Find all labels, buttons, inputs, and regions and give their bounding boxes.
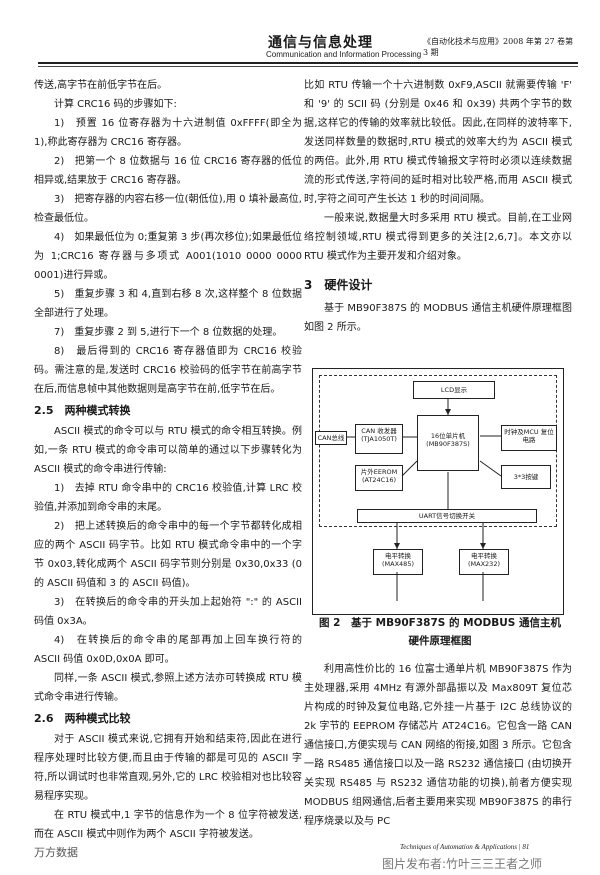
journal-info: 《自动化技术与应用》2008 年第 27 卷第 3 期 [423, 37, 574, 57]
level-shifter-485-block: 电平转换 (MAX485) [373, 549, 423, 575]
footer-source: 万方数据 [34, 846, 78, 859]
eeprom-block: 片外EEROM (AT24C16) [355, 465, 403, 491]
can-transceiver-block: CAN 收发器 (TJA1050T) [355, 424, 403, 454]
lcd-block: LCD显示 [413, 381, 495, 399]
paragraph: 在 RTU 模式中,1 字节的信息作为一个 8 位字符被发送,而在 ASCII … [34, 810, 302, 840]
section-subtitle: Communication and Information Processing [266, 50, 422, 59]
figure-block-diagram: LCD显示 CAN总线 CAN 收发器 (TJA1050T) 16位单片机 (M… [312, 368, 564, 615]
section-heading: 3 硬件设计 [304, 278, 373, 292]
section-heading: 2.5 两种模式转换 [34, 404, 131, 417]
right-column-bottom: 利用高性价比的 16 位富士通单片机 MB90F387S 作为主处理器,采用 4… [304, 660, 572, 831]
paragraph: 利用高性价比的 16 位富士通单片机 MB90F387S 作为主处理器,采用 4… [304, 664, 572, 827]
paragraph: 5) 重复步骤 3 和 4,直到右移 8 次,这样整个 8 位数据全部进行了处理… [34, 289, 302, 319]
paragraph: 2) 把上述转换后的命令串中的每一个字节都转化成相应的两个 ASCII 码字节。… [34, 521, 302, 589]
level-shifter-232-block: 电平转换 (MAX232) [459, 549, 509, 575]
paragraph: 基于 MB90F387S 的 MODBUS 通信主机硬件原理框图如图 2 所示。 [304, 303, 572, 333]
paragraph: 比如 RTU 传输一个十六进制数 0xF9,ASCII 就需要传输 'F' 和 … [304, 80, 572, 205]
diagram-connectors [346, 398, 502, 601]
paragraph: 3) 在转换后的命令串的开头加上起始符 ":" 的 ASCII 码值 0x3A。 [34, 597, 302, 627]
mcu-block: 16位单片机 (MB90F387S) [417, 415, 479, 471]
figure-caption: 图 2 基于 MB90F387S 的 MODBUS 通信主机硬件原理框图 [319, 617, 561, 647]
paragraph: 2) 把第一个 8 位数据与 16 位 CRC16 寄存器的低位相异或,结果放于… [34, 156, 302, 186]
footer-journal: Techniques of Automation & Applications … [400, 843, 530, 851]
paragraph: 一般来说,数据量大时多采用 RTU 模式。目前,在工业网络控制领域,RTU 模式… [304, 213, 572, 262]
paragraph: 4) 在转换后的命令串的尾部再加上回车换行符的 ASCII 码值 0x0D,0x… [34, 635, 302, 665]
paragraph: ASCII 模式的命令可以与 RTU 模式的命令相互转换。例如,一条 RTU 模… [34, 426, 302, 475]
paragraph: 1) 去掉 RTU 命令串中的 CRC16 校验值,计算 LRC 校验值,并添加… [34, 483, 302, 513]
header-rule [38, 62, 578, 64]
section-heading: 2.6 两种模式比较 [34, 712, 131, 725]
paragraph: 计算 CRC16 码的步骤如下: [54, 99, 177, 110]
paragraph: 8) 最后得到的 CRC16 寄存器值即为 CRC16 校验码。需注意的是,发送… [34, 346, 302, 395]
keypad-block: 3*3按键 [501, 465, 551, 489]
left-column: 传送,高字节在前低字节在后。计算 CRC16 码的步骤如下: 1) 预置 16 位… [34, 76, 302, 844]
section-title: 通信与信息处理 [268, 35, 373, 51]
paragraph: 传送,高字节在前低字节在后。 [34, 80, 168, 91]
board-outline [319, 375, 557, 527]
header-rule-thin [38, 66, 578, 67]
paragraph: 7) 重复步骤 2 到 5,进行下一个 8 位数据的处理。 [54, 327, 283, 338]
paragraph: 3) 把寄存器的内容右移一位(朝低位),用 0 填补最高位,检查最低位。 [34, 194, 302, 224]
page-header: 通信与信息处理 Communication and Information Pr… [38, 28, 578, 68]
paragraph: 对于 ASCII 模式来说,它拥有开始和结束符,因此在进行程序处理时比较方便,而… [34, 734, 302, 802]
uart-switch-block: UART信号切换开关 [357, 509, 537, 523]
paragraph: 同样,一条 ASCII 模式,参照上述方法亦可转换成 RTU 模式命令串进行传输… [34, 673, 302, 703]
paragraph: 1) 预置 16 位寄存器为十六进制值 0xFFFF(即全为 1),称此寄存器为… [34, 118, 302, 148]
watermark: 图片发布者:竹叶三三王者之师 [382, 857, 543, 871]
can-bus-block: CAN总线 [315, 431, 347, 445]
clock-reset-block: 时钟及MCU 复位电路 [501, 425, 557, 451]
paragraph: 4) 如果最低位为 0;重复第 3 步(再次移位);如果最低位为 1;CRC16… [34, 232, 302, 281]
right-column-top: 比如 RTU 传输一个十六进制数 0xF9,ASCII 就需要传输 'F' 和 … [304, 76, 572, 337]
